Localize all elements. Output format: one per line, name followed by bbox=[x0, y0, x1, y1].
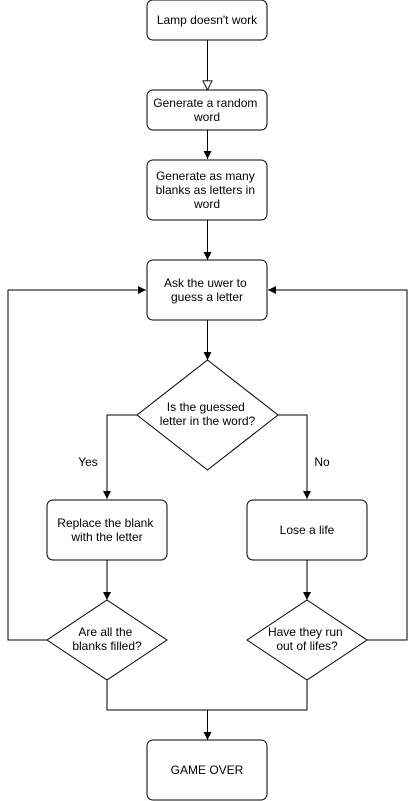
node-random-word-text-2: word bbox=[193, 110, 220, 124]
edge-out-of-lives-loop-back bbox=[268, 286, 408, 641]
node-replace-text-2: with the letter bbox=[70, 530, 142, 544]
node-lose-life-text-1: Lose a life bbox=[280, 523, 335, 537]
svg-text:Generate as many blanks: Generate as many blanks as letters in wo… bbox=[156, 169, 259, 211]
no-label: No bbox=[314, 455, 330, 469]
svg-text:Is the guessed letter in: Is the guessed letter in the word? bbox=[160, 400, 256, 428]
svg-text:Are all the blanks fille: Are all the blanks filled? bbox=[72, 625, 142, 653]
yes-label: Yes bbox=[78, 455, 98, 469]
node-blanks-text-2: blanks as letters in bbox=[156, 183, 255, 197]
node-game-over-text-1: GAME OVER bbox=[171, 763, 244, 777]
node-ask-text-2: guess a letter bbox=[171, 290, 243, 304]
node-decision-in-word-text-2: letter in the word? bbox=[160, 414, 256, 428]
svg-text:Generate a random word: Generate a random word bbox=[153, 96, 260, 124]
node-ask-text-1: Ask the uwer to bbox=[164, 276, 247, 290]
edge-all-filled-to-merge bbox=[106, 680, 208, 711]
svg-text:Replace the blank with t: Replace the blank with the letter bbox=[57, 516, 156, 544]
node-start-text-1: Lamp doesn't work bbox=[157, 13, 258, 27]
node-lose-life: Lose a life bbox=[246, 499, 368, 561]
node-game-over: GAME OVER bbox=[146, 739, 268, 801]
node-all-filled: Are all the blanks filled? bbox=[46, 599, 168, 681]
svg-text:Lamp doesn't work: Lamp doesn't work bbox=[157, 13, 258, 27]
node-blanks-text-1: Generate as many bbox=[156, 169, 255, 183]
node-replace-text-1: Replace the blank bbox=[57, 516, 154, 530]
node-random-word: Generate a random word bbox=[146, 89, 268, 131]
node-replace: Replace the blank with the letter bbox=[46, 499, 168, 561]
node-out-of-lives-text-1: Have they run bbox=[268, 625, 343, 639]
node-decision-in-word-text-1: Is the guessed bbox=[167, 400, 245, 414]
edge-all-filled-loop-back bbox=[7, 286, 146, 641]
node-all-filled-text-2: blanks filled? bbox=[72, 639, 142, 653]
node-ask: Ask the uwer to guess a letter bbox=[146, 259, 268, 321]
node-decision-in-word: Is the guessed letter in the word? bbox=[136, 359, 279, 471]
node-start: Lamp doesn't work bbox=[146, 0, 268, 41]
node-out-of-lives-text-2: out of lifes? bbox=[276, 639, 338, 653]
node-blanks: Generate as many blanks as letters in wo… bbox=[146, 159, 268, 221]
svg-text:Lose a life: Lose a life bbox=[280, 523, 335, 537]
svg-text:Have they run out of lif: Have they run out of lifes? bbox=[268, 625, 346, 653]
node-out-of-lives: Have they run out of lifes? bbox=[246, 599, 368, 681]
node-random-word-text-1: Generate a random bbox=[153, 96, 257, 110]
node-all-filled-text-1: Are all the bbox=[78, 625, 132, 639]
svg-text:GAME OVER: GAME OVER bbox=[171, 763, 244, 777]
edge-no-branch bbox=[278, 414, 311, 499]
svg-text:Ask the uwer to guess a: Ask the uwer to guess a letter bbox=[164, 276, 250, 304]
edge-yes-branch bbox=[103, 414, 137, 499]
node-blanks-text-3: word bbox=[193, 197, 220, 211]
edge-out-of-lives-to-merge bbox=[207, 680, 308, 711]
